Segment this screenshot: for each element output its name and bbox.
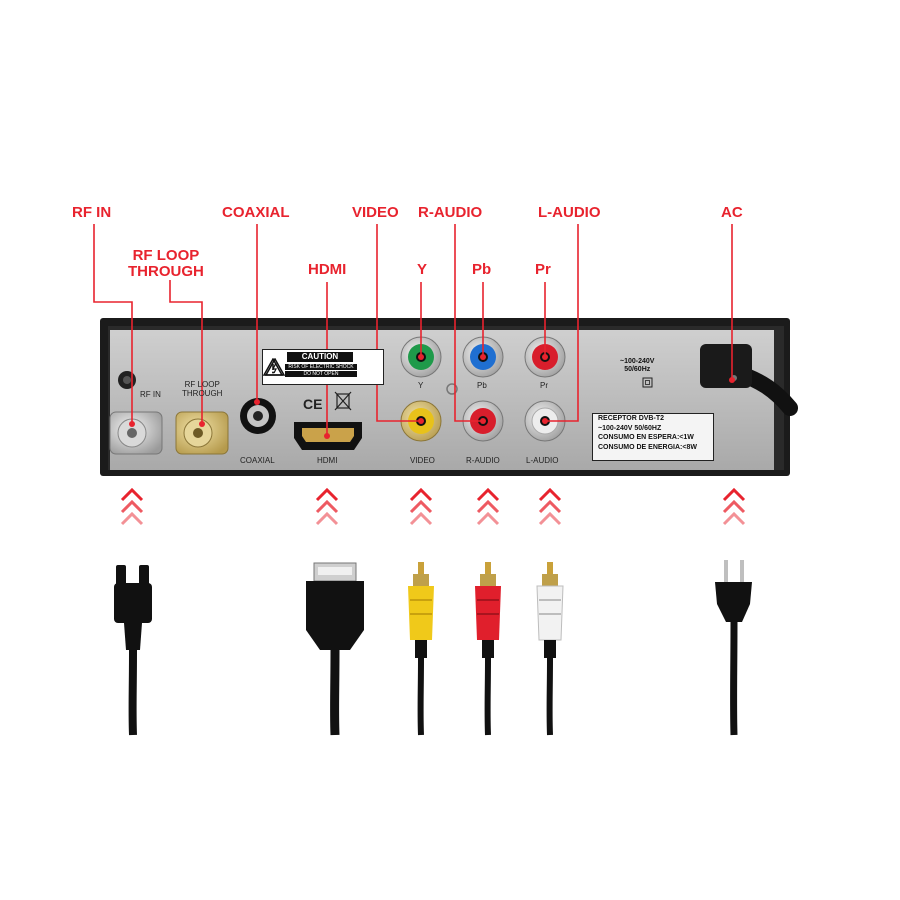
callout-rf-loop-line1: RF LOOP [132, 247, 200, 264]
rf-loop-connector [175, 411, 229, 455]
caution-title: CAUTION [287, 352, 353, 362]
panel-label-l-audio: L-AUDIO [526, 456, 559, 465]
spec-line-1: RECEPTOR DVB-T2 [598, 415, 664, 422]
panel-label-pr: Pr [540, 381, 548, 390]
chevron-up-icon [476, 487, 500, 526]
callout-rf-loop-line2: THROUGH [128, 263, 204, 280]
callout-rf-in: RF IN [72, 204, 112, 221]
panel-label-video: VIDEO [410, 456, 435, 465]
chevron-up-icon [120, 487, 144, 526]
chevron-up-icon [538, 487, 562, 526]
rf-coax-plug-icon [114, 565, 152, 736]
panel-screw [446, 383, 458, 395]
callout-video: VIDEO [352, 204, 399, 221]
caution-line1: RISK OF ELECTRIC SHOCK [285, 364, 357, 370]
power-spec-line1: ~100-240V [620, 358, 655, 365]
callout-l-audio: L-AUDIO [538, 204, 601, 221]
hdmi-plug-icon [306, 562, 364, 736]
spec-label-box: RECEPTOR DVB-T2 ~100-240V 50/60HZ CONSUM… [592, 413, 714, 461]
ce-mark: CE [303, 396, 322, 412]
panel-label-coaxial: COAXIAL [240, 456, 275, 465]
panel-label-hdmi: HDMI [317, 456, 338, 465]
spec-line-4: CONSUMO DE ENERGIA:<8W [598, 443, 697, 451]
panel-label-rf-loop-line2: THROUGH [182, 389, 223, 398]
panel-label-y: Y [418, 381, 424, 390]
callout-r-audio: R-AUDIO [418, 204, 483, 221]
panel-label-rf-loop-line1: RF LOOP [184, 380, 220, 389]
callout-ac: AC [721, 204, 743, 221]
rf-in-connector [109, 411, 163, 455]
chevron-up-icon [409, 487, 433, 526]
panel-label-r-audio: R-AUDIO [466, 456, 500, 465]
spec-line-3: CONSUMO EN ESPERA:<1W [598, 434, 694, 441]
ac-plug-icon [715, 560, 752, 736]
callout-hdmi: HDMI [308, 261, 347, 278]
power-spec: ~100-240V 50/60Hz [620, 358, 654, 374]
callout-coaxial: COAXIAL [222, 204, 290, 221]
panel-label-rf-in: RF IN [140, 390, 161, 399]
caution-sticker: CAUTION RISK OF ELECTRIC SHOCK DO NOT OP… [262, 349, 384, 385]
chevron-up-icon [315, 487, 339, 526]
power-spec-line2: 50/60Hz [624, 366, 651, 373]
callout-rf-loop-through: RF LOOP THROUGH [128, 248, 204, 280]
chevron-up-icon [722, 487, 746, 526]
coaxial-connector [240, 398, 276, 434]
callout-dots [129, 354, 735, 439]
warning-exclamation-icon [263, 358, 283, 376]
white-rca-plug-icon [536, 562, 564, 736]
panel-label-pb: Pb [477, 381, 487, 390]
callout-pb: Pb [472, 261, 492, 278]
double-insulation-icon [642, 377, 653, 388]
panel-label-rf-loop: RF LOOP THROUGH [182, 380, 222, 398]
callout-pr: Pr [535, 261, 551, 278]
red-rca-plug-icon [475, 562, 501, 736]
arrow-chevrons [120, 487, 746, 526]
callout-y: Y [417, 261, 428, 278]
spec-line-2: ~100-240V 50/60HZ [598, 424, 662, 432]
yellow-rca-plug-icon [408, 562, 434, 736]
ce-weee-marks: CE [303, 391, 352, 412]
callout-leader-lines [93, 224, 733, 436]
caution-line2: DO NOT OPEN [285, 371, 357, 377]
